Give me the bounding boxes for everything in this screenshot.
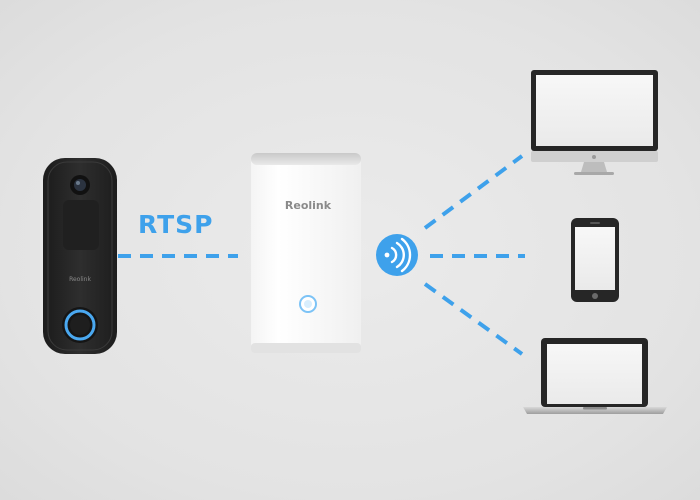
video-doorbell	[43, 158, 117, 354]
laptop-icon	[523, 338, 667, 414]
hub-brand-text: Reolink	[285, 199, 332, 212]
desktop-monitor-icon	[531, 70, 658, 175]
home-hub-device	[251, 153, 361, 353]
wireless-link-monitor	[423, 154, 524, 230]
doorbell-brand-text: Reolink	[69, 276, 91, 283]
rtsp-protocol-label: RTSP	[138, 210, 214, 239]
wifi-signal-icon	[376, 234, 418, 276]
wireless-link-laptop	[423, 282, 524, 356]
smartphone-icon	[571, 218, 619, 302]
